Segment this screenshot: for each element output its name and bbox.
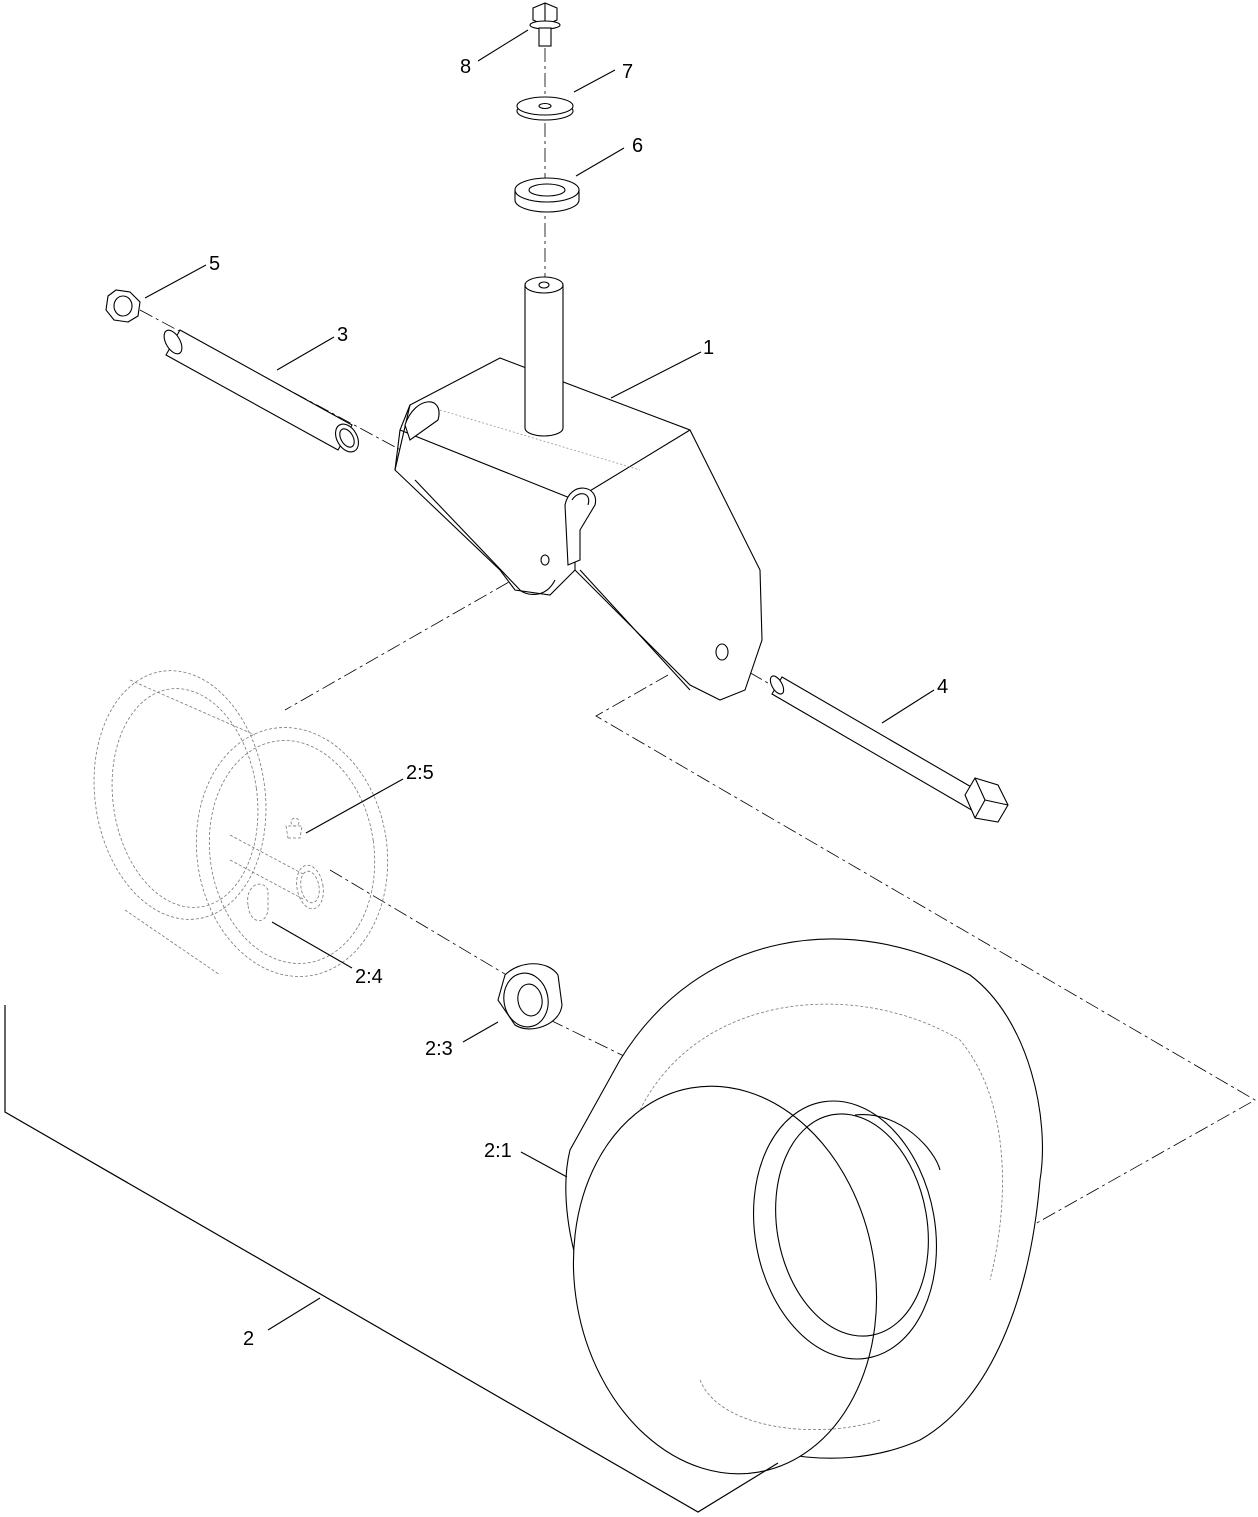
callout-2-4: 2:4 xyxy=(355,966,383,988)
part-4-axle-bolt xyxy=(769,675,1009,823)
callout-3: 3 xyxy=(337,324,348,346)
callout-7: 7 xyxy=(622,61,633,83)
callout-8: 8 xyxy=(460,56,471,78)
callout-2-1: 2:1 xyxy=(484,1140,512,1162)
callout-2-5: 2:5 xyxy=(406,762,434,784)
part-1-caster-fork xyxy=(394,276,763,701)
assembly-bracket xyxy=(4,1005,779,1513)
callout-6: 6 xyxy=(632,135,643,157)
callout-2-3: 2:3 xyxy=(425,1038,453,1060)
callout-2: 2 xyxy=(243,1328,254,1350)
callout-4: 4 xyxy=(937,676,948,698)
callout-1: 1 xyxy=(703,337,714,359)
callout-labels: 8 7 6 5 3 1 4 2:5 2:4 2:3 2:1 2 xyxy=(209,56,948,1350)
part-7-washer xyxy=(516,96,574,121)
part-6-bushing xyxy=(514,177,580,213)
part-3-spacer-tube xyxy=(163,329,360,453)
part-2-1-tire xyxy=(565,938,1043,1475)
part-8-bolt xyxy=(529,2,561,47)
part-5-nut xyxy=(105,289,141,323)
callout-5: 5 xyxy=(209,253,220,275)
leader-lines xyxy=(144,29,935,1331)
part-2-wheel-rim xyxy=(93,670,389,977)
part-2-3-bearing xyxy=(497,963,563,1030)
